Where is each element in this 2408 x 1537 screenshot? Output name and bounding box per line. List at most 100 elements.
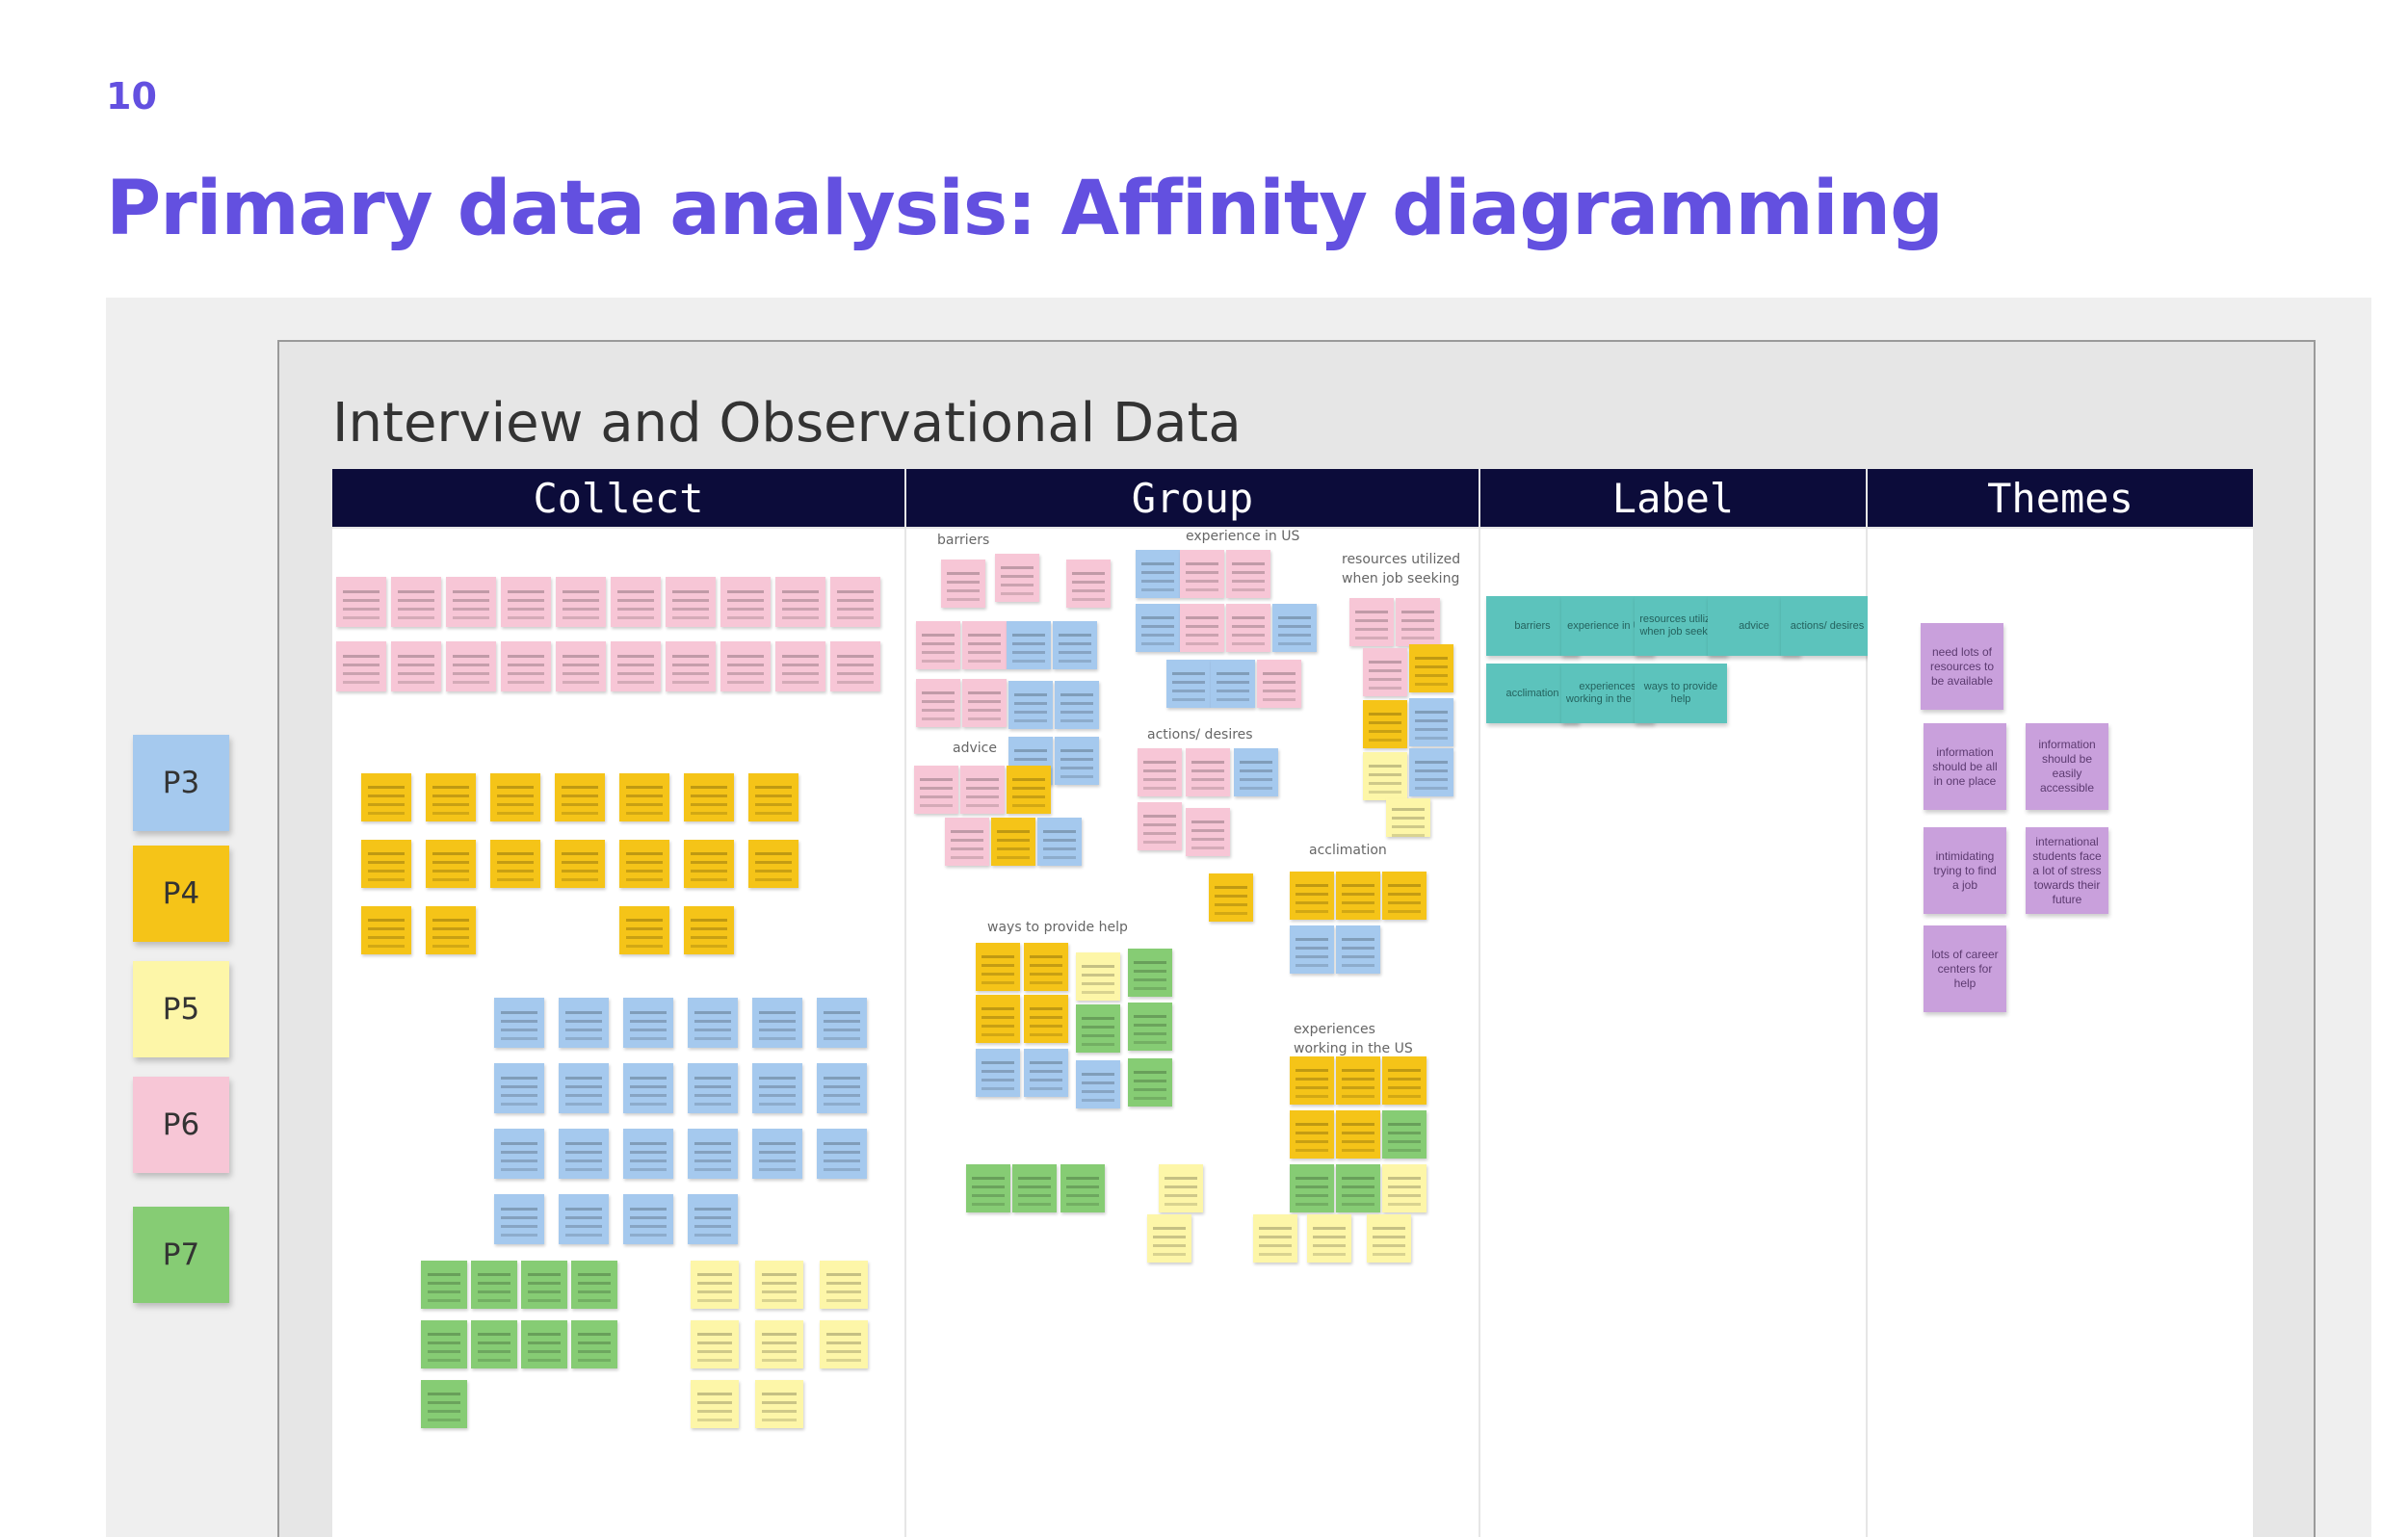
sticky-note — [421, 1380, 467, 1428]
sticky-note — [1257, 660, 1301, 708]
group-cluster-label: barriers — [937, 533, 990, 548]
sticky-note — [501, 641, 551, 691]
sticky-note — [471, 1261, 517, 1309]
sticky-note — [1138, 802, 1182, 850]
sticky-note — [559, 1194, 609, 1244]
sticky-note — [962, 679, 1007, 727]
sticky-note — [755, 1261, 803, 1309]
sticky-note — [1386, 798, 1430, 837]
sticky-note — [623, 1194, 673, 1244]
sticky-note — [1367, 1214, 1411, 1263]
group-cluster-label: acclimation — [1309, 843, 1387, 858]
sticky-note — [1290, 1164, 1334, 1212]
legend-p3: P3 — [133, 735, 229, 831]
sticky-note — [1290, 1110, 1334, 1159]
sticky-note — [446, 577, 496, 627]
column-header-themes: Themes — [1868, 469, 2253, 527]
sticky-note — [1382, 1110, 1426, 1159]
sticky-note — [830, 577, 880, 627]
sticky-note — [691, 1320, 739, 1368]
sticky-note — [691, 1261, 739, 1309]
sticky-note — [490, 840, 540, 888]
sticky-note — [1076, 952, 1120, 1001]
sticky-note — [1012, 1164, 1057, 1212]
sticky-note — [1336, 1110, 1380, 1159]
sticky-note — [421, 1261, 467, 1309]
sticky-note — [1066, 560, 1111, 608]
sticky-note — [1136, 550, 1180, 598]
sticky-note — [494, 1129, 544, 1179]
sticky-note — [571, 1320, 617, 1368]
sticky-note — [995, 554, 1039, 602]
sticky-note — [501, 577, 551, 627]
sticky-note — [471, 1320, 517, 1368]
theme-note: information should be easily accessible — [2026, 723, 2108, 810]
legend-p4: P4 — [133, 846, 229, 942]
sticky-note — [991, 818, 1035, 866]
sticky-note — [1138, 748, 1182, 796]
sticky-note — [817, 1129, 867, 1179]
sticky-note — [1024, 943, 1068, 991]
sticky-note — [391, 577, 441, 627]
sticky-note — [1076, 1004, 1120, 1053]
sticky-note — [556, 577, 606, 627]
sticky-note — [976, 943, 1020, 991]
sticky-note — [1053, 621, 1097, 669]
sticky-note — [1336, 1164, 1380, 1212]
sticky-note — [1382, 1056, 1426, 1105]
themes-column: need lots of resources to be available i… — [1868, 529, 2253, 1537]
sticky-note — [1180, 550, 1224, 598]
group-cluster-label: experience in US — [1186, 529, 1300, 544]
column-header-label: Label — [1480, 469, 1866, 527]
sticky-note — [914, 766, 958, 814]
sticky-note — [571, 1261, 617, 1309]
sticky-note — [426, 906, 476, 954]
sticky-note — [960, 766, 1005, 814]
theme-note: intimidating trying to find a job — [1924, 827, 2006, 914]
sticky-note — [976, 1049, 1020, 1097]
sticky-note — [1128, 949, 1172, 997]
sticky-note — [1234, 748, 1278, 796]
sticky-note — [619, 840, 669, 888]
sticky-note — [559, 998, 609, 1048]
sticky-note — [623, 998, 673, 1048]
sticky-note — [559, 1129, 609, 1179]
column-header-group: Group — [906, 469, 1479, 527]
sticky-note — [684, 906, 734, 954]
label-column: barriers experience in US resources util… — [1480, 529, 1873, 1537]
sticky-note — [446, 641, 496, 691]
sticky-note — [752, 1129, 802, 1179]
sticky-note — [817, 998, 867, 1048]
sticky-note — [1363, 700, 1407, 748]
sticky-note — [1409, 644, 1453, 692]
sticky-note — [748, 773, 798, 821]
sticky-note — [752, 1063, 802, 1113]
column-header-collect: Collect — [332, 469, 904, 527]
sticky-note — [521, 1320, 567, 1368]
board-screenshot: P3 P4 P5 P6 P7 Interview and Observation… — [106, 298, 2371, 1537]
sticky-note — [820, 1320, 868, 1368]
sticky-note — [1396, 598, 1440, 646]
sticky-note — [521, 1261, 567, 1309]
sticky-note — [691, 1380, 739, 1428]
sticky-note — [1186, 808, 1230, 856]
sticky-note — [976, 995, 1020, 1043]
sticky-note — [748, 840, 798, 888]
theme-note: need lots of resources to be available — [1921, 623, 2003, 710]
sticky-note — [421, 1320, 467, 1368]
sticky-note — [1307, 1214, 1351, 1263]
sticky-note — [1253, 1214, 1297, 1263]
sticky-note — [559, 1063, 609, 1113]
sticky-note — [1024, 1049, 1068, 1097]
sticky-note — [1382, 872, 1426, 920]
sticky-note — [962, 621, 1007, 669]
group-column: barriers experience in US resources util… — [906, 529, 1479, 1537]
sticky-note — [556, 641, 606, 691]
sticky-note — [619, 906, 669, 954]
sticky-note — [1147, 1214, 1191, 1263]
sticky-note — [941, 560, 985, 608]
sticky-note — [611, 641, 661, 691]
sticky-note — [1272, 604, 1317, 652]
sticky-note — [966, 1164, 1010, 1212]
sticky-note — [1290, 925, 1334, 974]
